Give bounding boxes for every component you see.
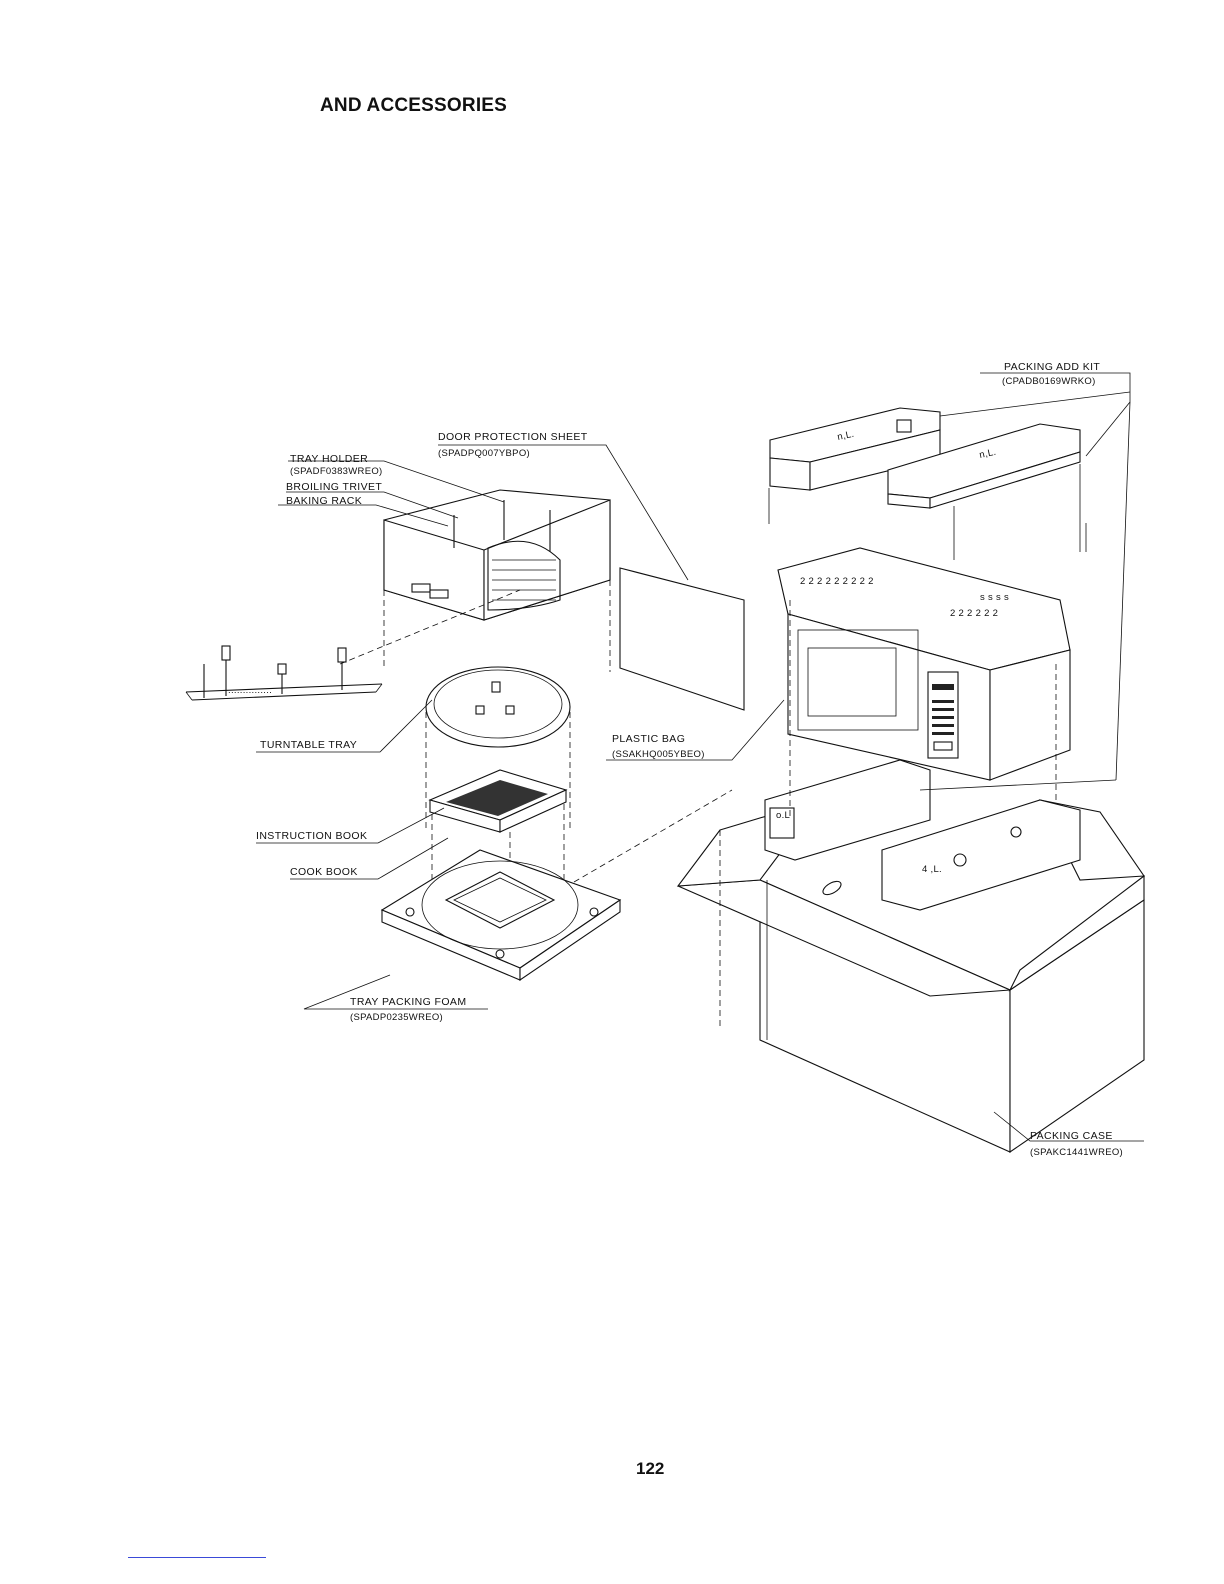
packing-add-kit-drawing: n,L. n,L. xyxy=(768,407,1087,560)
page-number: 122 xyxy=(636,1459,665,1478)
tray-packing-foam-drawing xyxy=(380,849,622,982)
label-plastic-bag-code: (SSAKHQ005YBEO) xyxy=(612,749,705,760)
label-broiling-trivet: BROILING TRIVET xyxy=(286,481,382,493)
door-protection-sheet-drawing xyxy=(619,567,745,711)
svg-text:...............: ............... xyxy=(228,685,272,696)
label-tray-packing-foam: TRAY PACKING FOAM xyxy=(350,996,466,1008)
label-cook-book: COOK BOOK xyxy=(290,866,358,878)
svg-text:2 2 2 2 2 2: 2 2 2 2 2 2 xyxy=(950,608,998,619)
microwave-oven-drawing: 2 2 2 2 2 2 2 2 2 2 2 2 2 2 2 s s s s xyxy=(777,547,1071,820)
svg-text:4 ,L.: 4 ,L. xyxy=(922,864,942,875)
svg-text:n,L.: n,L. xyxy=(836,429,855,443)
label-instruction-book: INSTRUCTION BOOK xyxy=(256,830,367,842)
label-door-protection-sheet: DOOR PROTECTION SHEET xyxy=(438,431,588,443)
label-baking-rack: BAKING RACK xyxy=(286,495,362,507)
label-packing-add-kit: PACKING ADD KIT xyxy=(1004,361,1100,373)
svg-text:o.L: o.L xyxy=(776,810,790,821)
turntable-tray-drawing xyxy=(425,666,571,830)
label-tray-packing-foam-code: (SPADP0235WREO) xyxy=(350,1012,443,1023)
label-tray-holder-code: (SPADF0383WREO) xyxy=(290,466,382,477)
tray-holder-drawing xyxy=(383,489,611,672)
inner-foam-blocks-drawing: o.L 4 ,L. xyxy=(764,759,1081,911)
label-tray-holder: TRAY HOLDER xyxy=(290,453,368,465)
books-drawing xyxy=(428,769,568,900)
label-packing-case: PACKING CASE xyxy=(1030,1130,1113,1142)
svg-text:n,L.: n,L. xyxy=(978,447,997,461)
footer-divider xyxy=(128,1557,266,1558)
leader-lines xyxy=(256,372,1144,1142)
svg-text:s s s s: s s s s xyxy=(980,592,1009,603)
svg-text:2 2 2 2 2 2 2 2 2: 2 2 2 2 2 2 2 2 2 xyxy=(800,576,874,587)
label-turntable-tray: TURNTABLE TRAY xyxy=(260,739,357,751)
trivet-side-view-drawing: ............... xyxy=(185,645,383,701)
label-packing-case-code: (SPAKC1441WREO) xyxy=(1030,1147,1123,1158)
callout-labels: PACKING ADD KIT (CPADB0169WRKO) DOOR PRO… xyxy=(256,361,1123,1158)
label-plastic-bag: PLASTIC BAG xyxy=(612,733,685,745)
label-door-protection-sheet-code: (SPADPQ007YBPO) xyxy=(438,448,530,459)
page-title: AND ACCESSORIES xyxy=(320,95,508,116)
label-packing-add-kit-code: (CPADB0169WRKO) xyxy=(1002,376,1096,387)
